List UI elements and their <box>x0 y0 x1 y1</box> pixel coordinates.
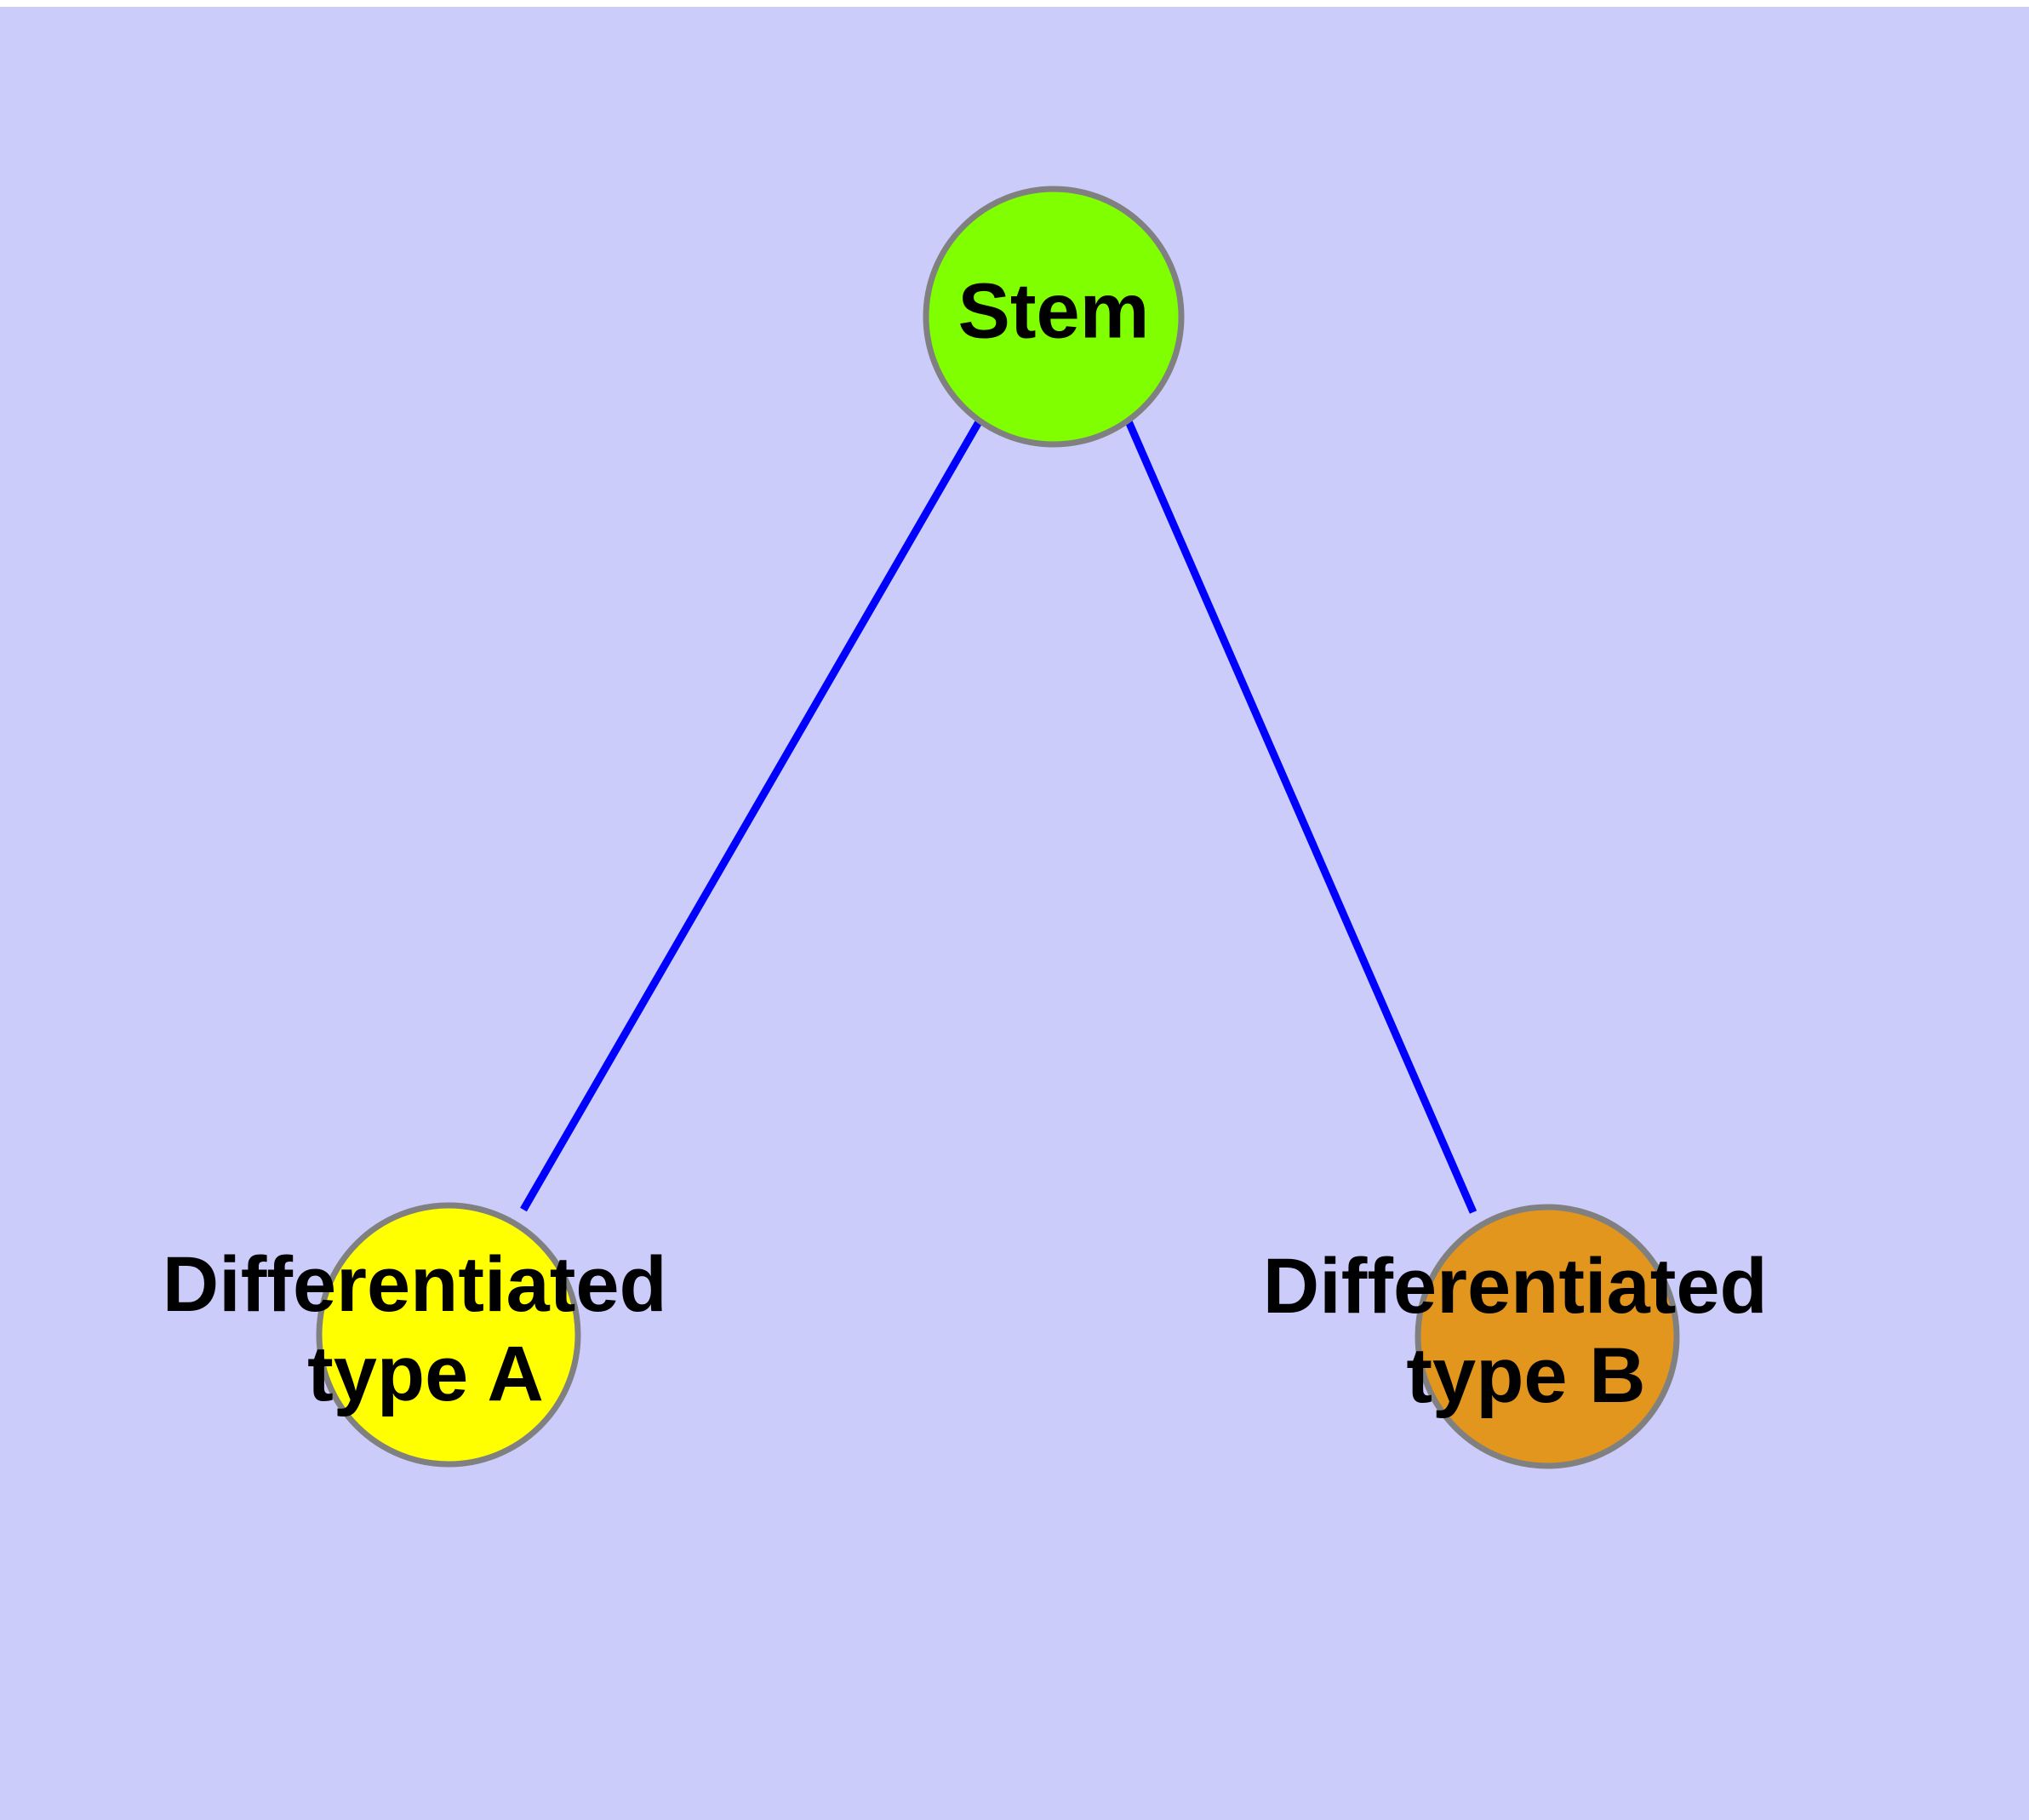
node-differentiated-type-a-circle[interactable] <box>316 1202 581 1468</box>
node-differentiated-type-a-label-line-2: type A <box>307 1331 544 1417</box>
edge-stem-to-differentiated-type-b <box>1124 420 1477 1214</box>
node-layer: Stem Differentiated type A Differentiate… <box>163 186 1790 1469</box>
edge-stem-to-differentiated-type-a <box>520 418 983 1212</box>
node-differentiated-type-b-label-line-1: Differentiated <box>1263 1243 1768 1330</box>
node-differentiated-type-a-label-line-1: Differentiated <box>163 1241 667 1328</box>
node-stem-label: Stem <box>958 267 1150 354</box>
node-stem[interactable]: Stem <box>923 186 1185 448</box>
node-differentiated-type-a-label: Differentiated type A <box>163 1241 689 1417</box>
node-differentiated-type-b-circle[interactable] <box>1415 1204 1680 1469</box>
edge-layer <box>520 418 1477 1214</box>
node-differentiated-type-b-label-line-2: type B <box>1406 1332 1645 1419</box>
node-differentiated-type-b[interactable]: Differentiated type B <box>1263 1204 1790 1469</box>
node-stem-circle[interactable] <box>923 186 1185 448</box>
node-differentiated-type-a[interactable]: Differentiated type A <box>163 1202 689 1468</box>
node-differentiated-type-b-label: Differentiated type B <box>1263 1243 1790 1419</box>
